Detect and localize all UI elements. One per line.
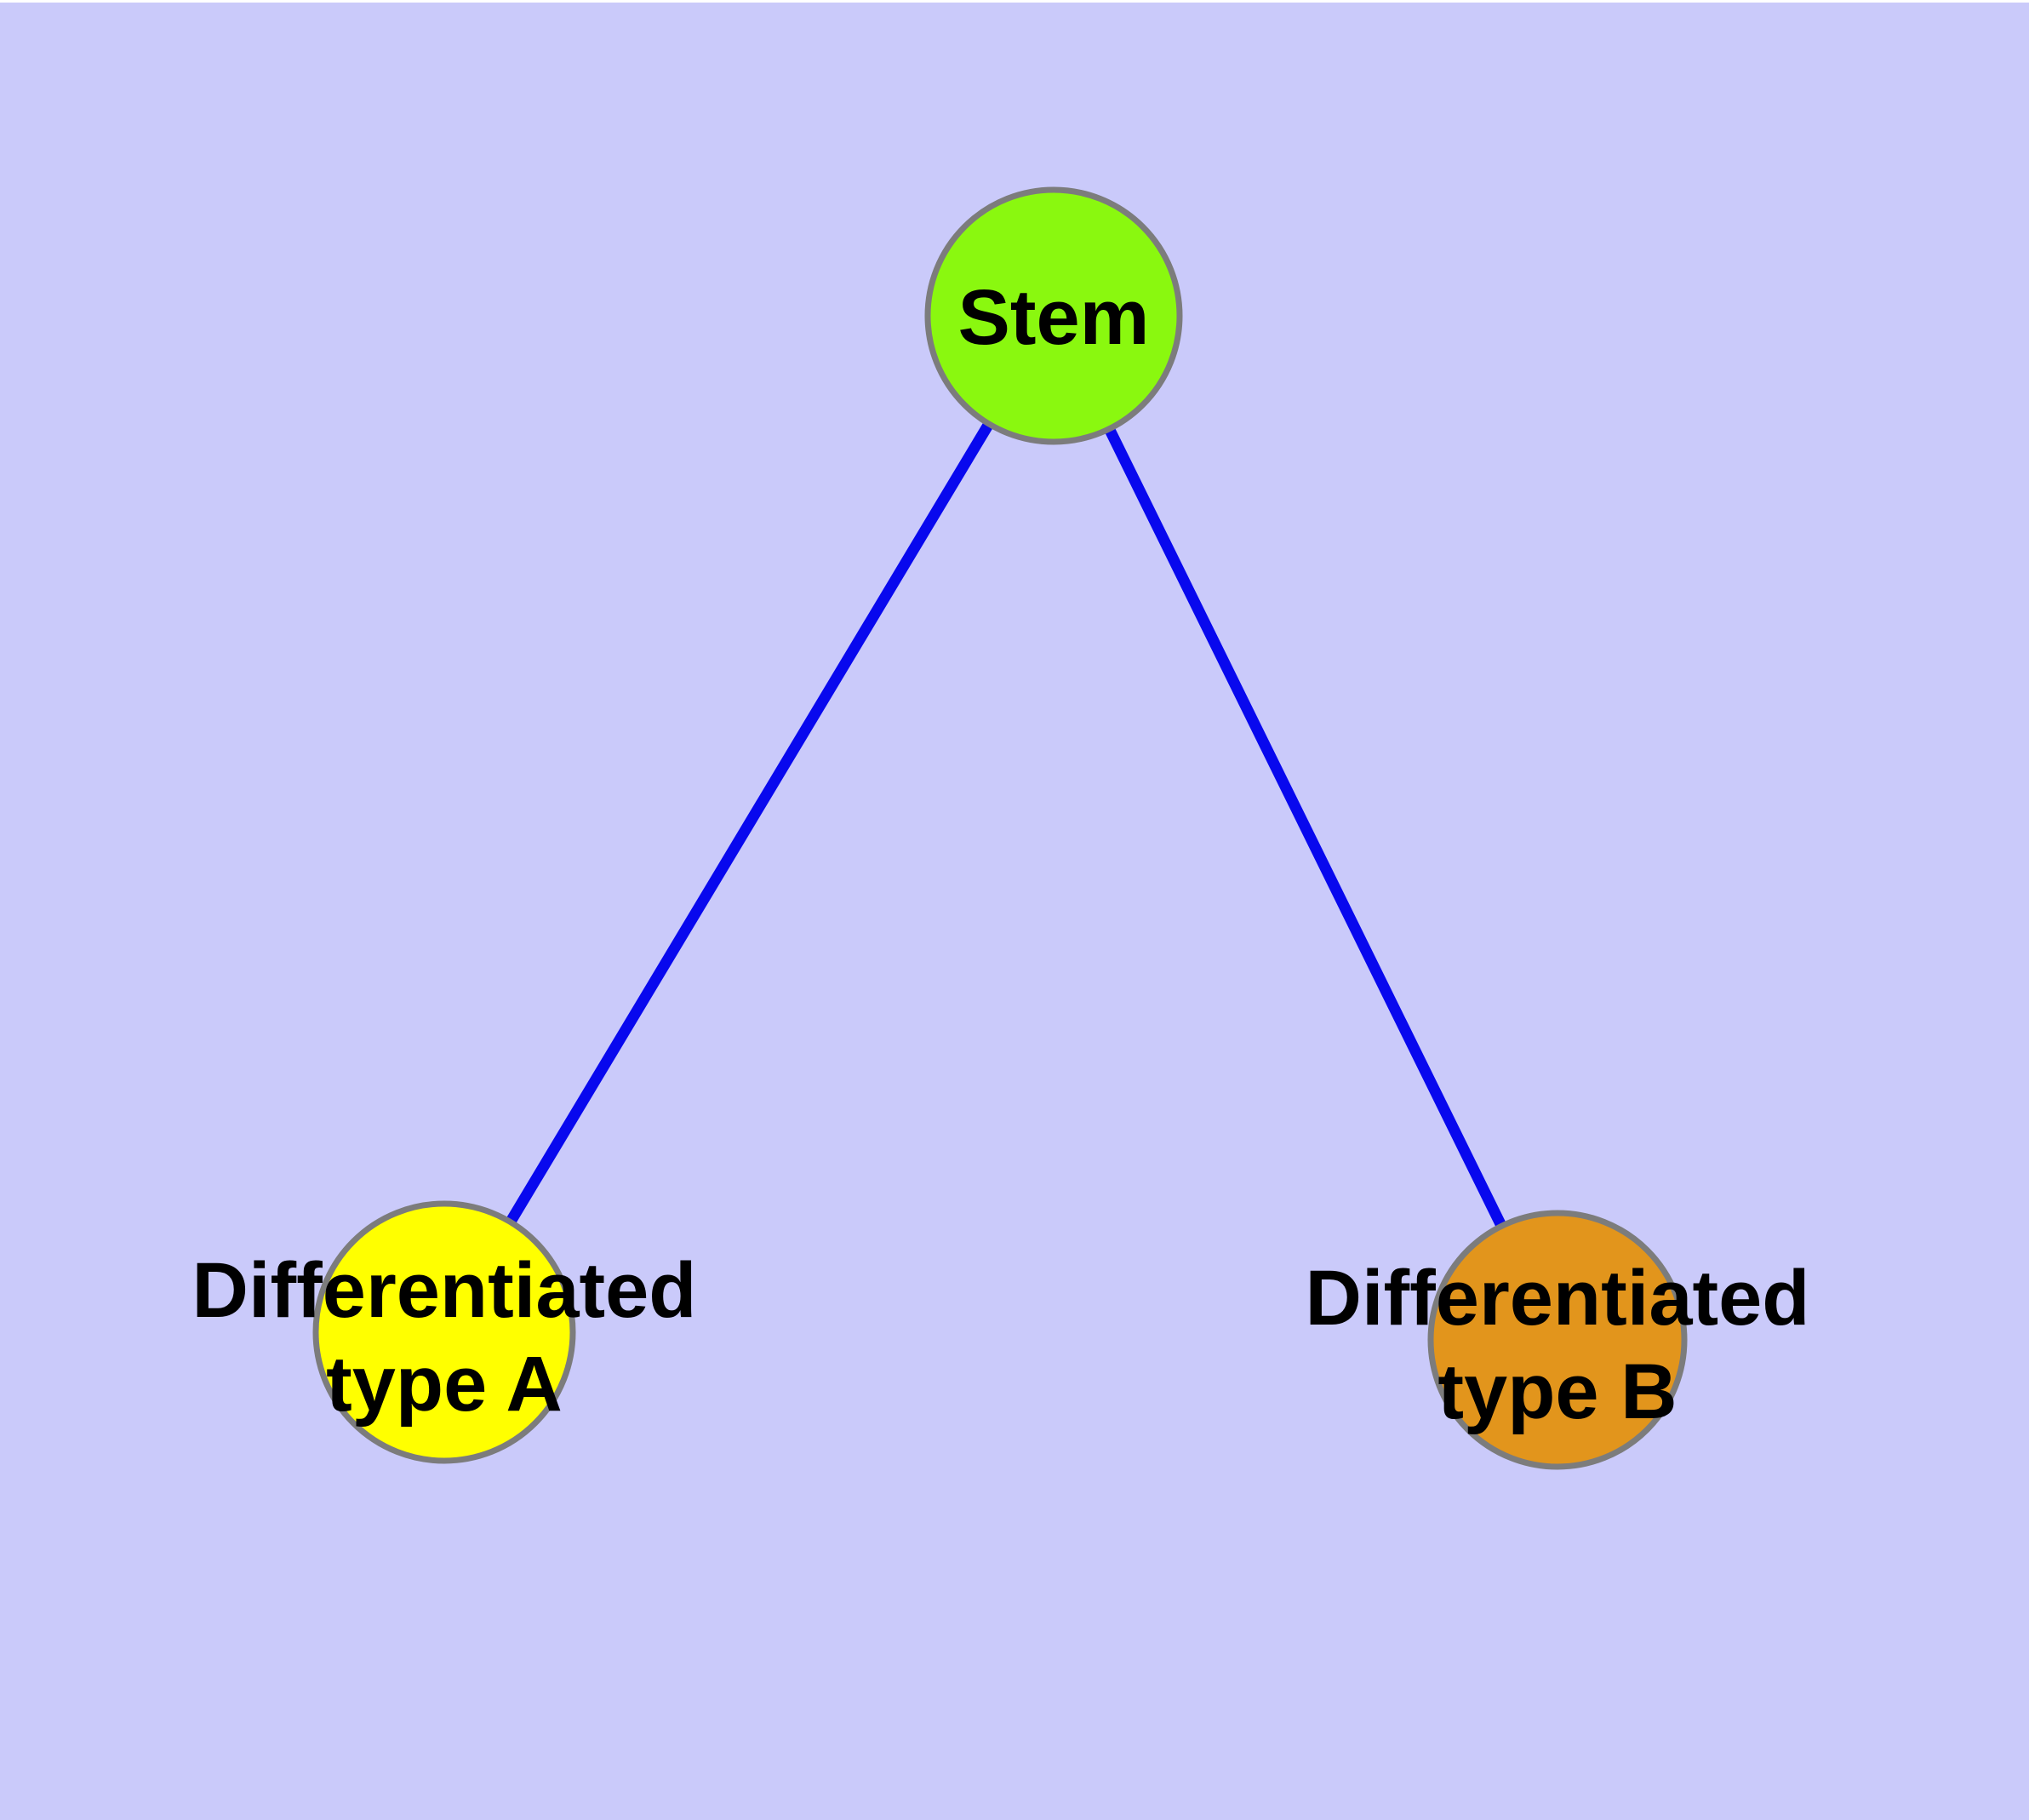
type-b-node-label-line1: Differentiated <box>1306 1255 1810 1342</box>
node-stem: Stem <box>924 186 1183 445</box>
stem-node-circle <box>924 186 1183 445</box>
stem-node-label: Stem <box>958 274 1150 361</box>
type-a-node-label-line1: Differentiated <box>192 1247 697 1334</box>
type-b-node-label-line2: type B <box>1437 1348 1677 1435</box>
edge-stem-to-type-b <box>1048 310 1563 1346</box>
type-a-node-label-line2: type A <box>326 1341 563 1428</box>
top-edge-strip <box>0 0 2029 3</box>
node-differentiated-type-a: Differentiated type A <box>192 1200 697 1464</box>
edge-stem-to-type-a <box>438 310 1060 1338</box>
type-b-node-circle <box>1427 1210 1688 1470</box>
node-differentiated-type-b: Differentiated type B <box>1306 1210 1810 1470</box>
type-a-node-circle <box>312 1200 576 1464</box>
